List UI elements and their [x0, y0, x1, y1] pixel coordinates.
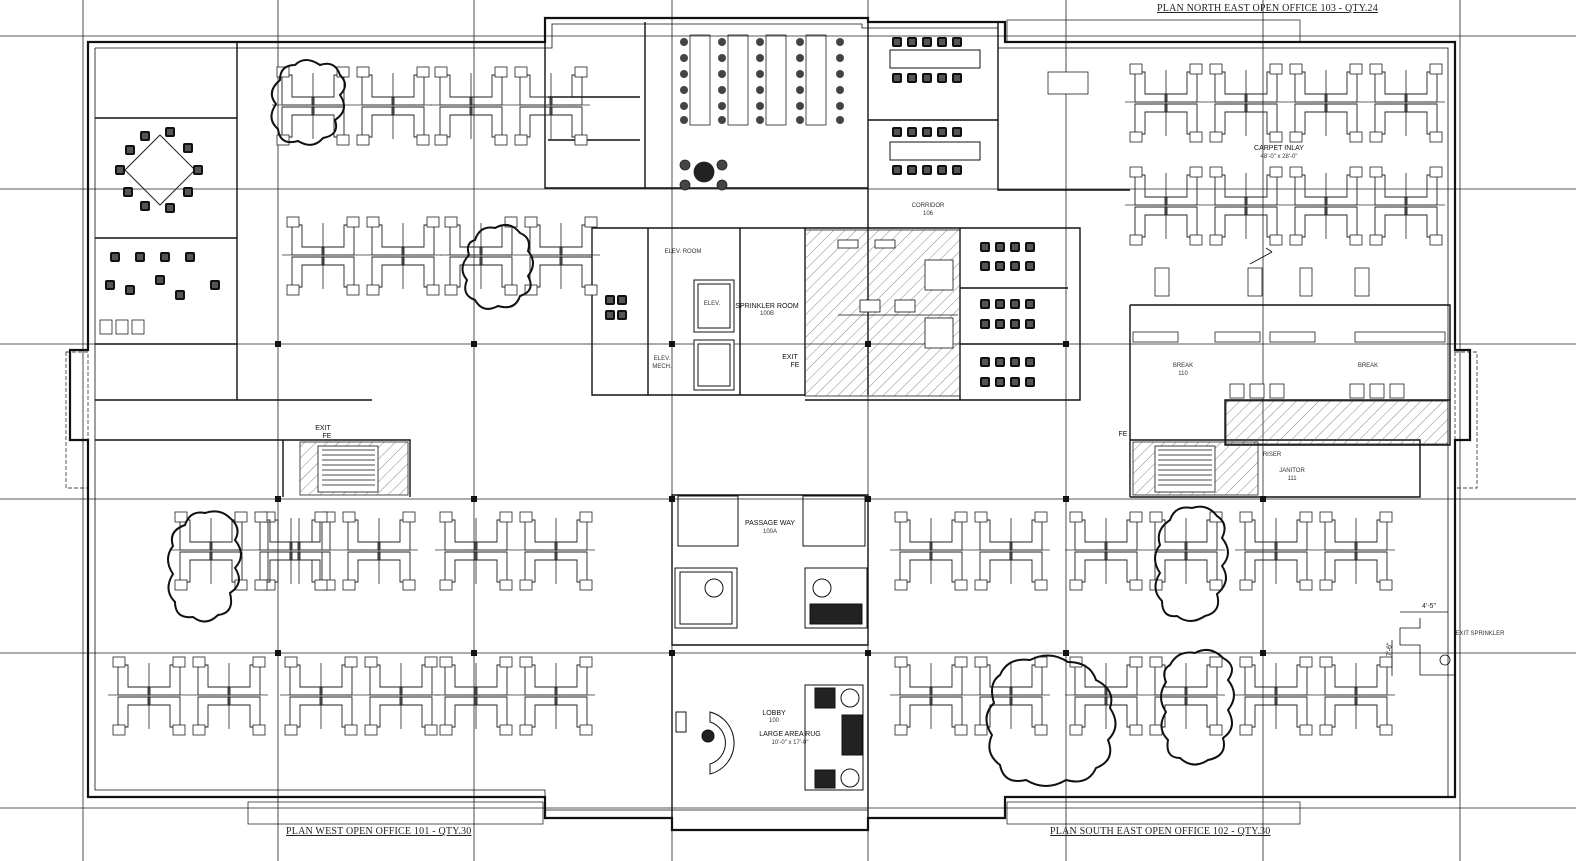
label-lobby-no: 100 — [768, 718, 780, 724]
label-rug-size: 10'-0" x 17'-0" — [771, 740, 809, 746]
label-fe-1: FE — [322, 433, 332, 440]
label-riser: RISER — [1262, 452, 1282, 458]
dimension-b: 7'-6" — [1386, 642, 1394, 657]
label-exit-2: EXIT — [782, 354, 798, 361]
label-exit-1: EXIT — [315, 425, 331, 432]
label-corridor: CORRIDOR — [911, 203, 945, 209]
label-sprinkler-room: SPRINKLER ROOM — [735, 303, 799, 310]
passage-lounge — [674, 495, 868, 629]
plan-tag-north-east: PLAN NORTH EAST OPEN OFFICE 103 - QTY.24 — [1157, 3, 1378, 14]
revision-clouds — [167, 59, 1235, 787]
label-passage: PASSAGE WAY — [744, 520, 796, 527]
plan-tag-south-east: PLAN SOUTH EAST OPEN OFFICE 102 - QTY.30 — [1050, 826, 1271, 837]
label-janitor: JANITOR — [1279, 468, 1305, 474]
label-janitor-no: 111 — [1287, 476, 1297, 482]
label-sprinkler-no: 100B — [759, 311, 775, 317]
training-room — [679, 34, 844, 191]
label-passage-no: 100A — [762, 529, 778, 535]
label-elev-2: ELEV. — [653, 356, 671, 362]
label-break-2: BREAK — [1357, 363, 1379, 369]
stairs — [317, 445, 1216, 493]
conference-cluster-west — [99, 127, 220, 335]
label-exit-sprinkler: EXIT SPRINKLER — [1455, 631, 1505, 637]
label-fe-3: FE — [1118, 431, 1128, 438]
label-rug: LARGE AREA RUG — [759, 731, 821, 738]
dimension-a: 4'-5" — [1422, 603, 1436, 610]
label-elev-1: ELEV. — [703, 301, 721, 307]
label-corridor-no: 106 — [922, 211, 934, 217]
label-lobby: LOBBY — [762, 710, 786, 717]
conference-rooms-ne — [889, 37, 981, 175]
plan-tag-west: PLAN WEST OPEN OFFICE 101 - QTY.30 — [286, 826, 472, 837]
restroom-fixtures — [837, 239, 958, 349]
exit-sprinkler-detail — [1391, 611, 1455, 676]
elevators — [693, 279, 735, 391]
label-carpet-size: 48'-0" x 28'-0" — [1260, 154, 1298, 160]
north-arrow-icon — [1249, 247, 1273, 265]
label-break-1: BREAK — [1172, 363, 1194, 369]
exterior-walls — [65, 16, 1478, 832]
column-markers — [275, 341, 1266, 656]
label-break-1-no: 110 — [1178, 371, 1188, 377]
lobby-furniture — [675, 684, 864, 791]
label-mech: MECH. — [652, 364, 672, 370]
break-area-furniture — [1047, 71, 1446, 399]
label-fe-2: FE — [790, 362, 800, 369]
label-carpet-inlay: CARPET INLAY — [1254, 145, 1304, 152]
label-elev-room: ELEV. ROOM — [664, 249, 702, 255]
